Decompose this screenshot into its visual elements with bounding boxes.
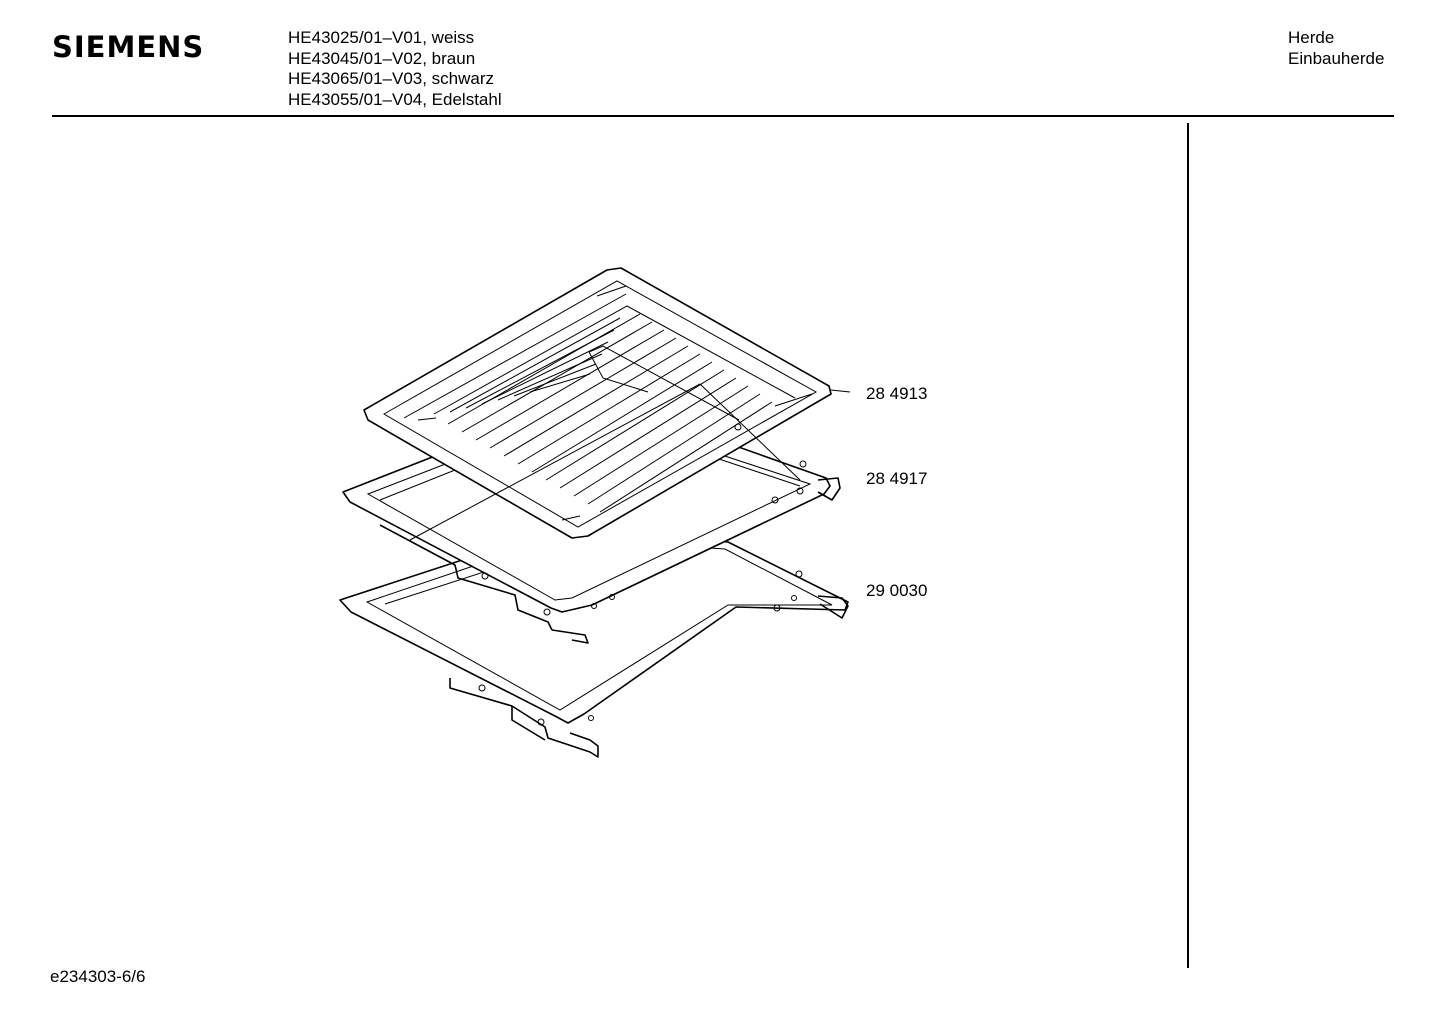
category-line: Einbauherde <box>1288 48 1385 68</box>
document-id: e234303-6/6 <box>50 967 146 986</box>
part-number-label: 28 4913 <box>866 384 928 403</box>
header-divider <box>52 115 1394 117</box>
model-list: HE43025/01–V01, weiss HE43045/01–V02, br… <box>288 28 502 110</box>
category-line: Herde <box>1288 28 1335 47</box>
part-number-label: 29 0030 <box>866 581 928 600</box>
leader-line <box>830 389 851 393</box>
column-divider <box>1187 123 1189 968</box>
part-number-label: 28 4917 <box>866 469 928 488</box>
grill-wires <box>433 305 796 513</box>
siemens-logo: SIEMENS <box>52 30 205 64</box>
model-line: HE43055/01–V04, Edelstahl <box>288 89 502 109</box>
model-line: HE43045/01–V02, braun <box>288 48 476 68</box>
grill-rack-drawing <box>363 267 832 541</box>
product-category: Herde Einbauherde <box>1288 28 1384 69</box>
model-line: HE43025/01–V01, weiss <box>288 28 475 47</box>
model-line: HE43065/01–V03, schwarz <box>288 69 495 88</box>
